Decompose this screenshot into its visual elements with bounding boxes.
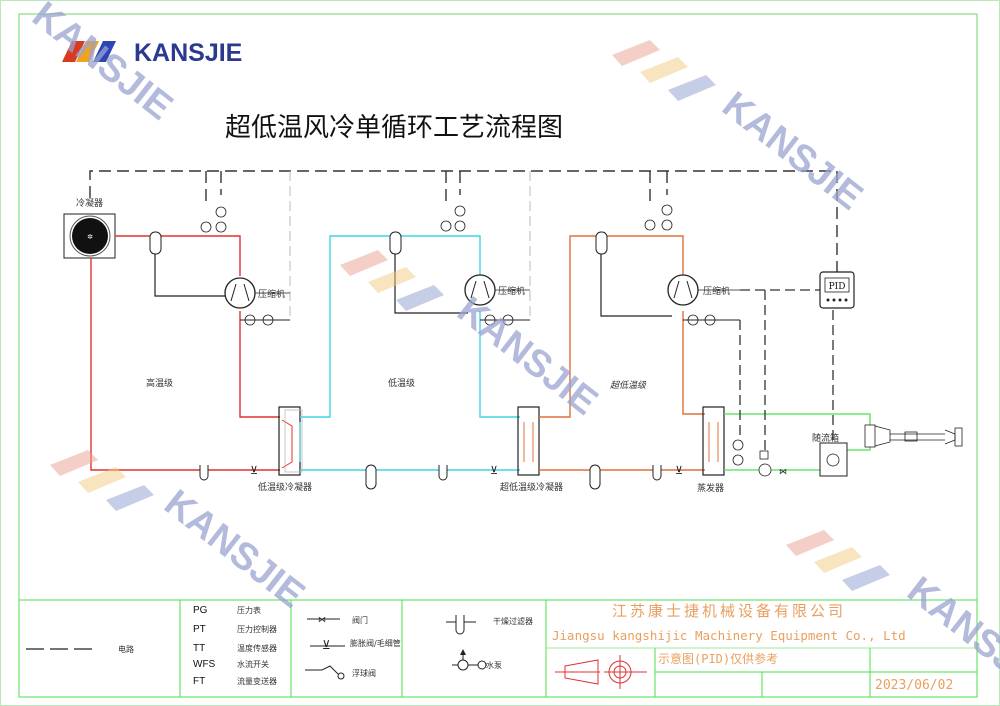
- loop-gauges: [732, 439, 772, 477]
- filter-drier-2: [438, 465, 448, 481]
- stage-label-high: 高温级: [146, 377, 173, 389]
- low-temp-condenser: 低温级冷凝器: [258, 406, 312, 493]
- kansjie-logo: KANSJIE: [62, 39, 242, 67]
- projection-symbol-icon: [555, 655, 647, 689]
- company-name-en: Jiangsu kangshijic Machinery Equipment C…: [552, 628, 906, 643]
- stage-label-ultra-low: 超低温级: [610, 380, 647, 391]
- filter-drier-icon: [455, 615, 465, 635]
- legend-code-ft: FT: [193, 676, 205, 687]
- legend-name-tt: 温度传感器: [237, 643, 277, 653]
- pid-display: PID: [829, 282, 846, 292]
- control-bus: [89, 170, 838, 272]
- legend-name-wfs: 水流开关: [237, 659, 269, 669]
- legend-code-pg: PG: [193, 605, 208, 616]
- control-lines-lower: [739, 289, 834, 455]
- buffer-tank-label: 随流箱: [812, 432, 839, 444]
- legend-pump-label: 水泵: [486, 660, 502, 670]
- expansion-valve-1: ⊻: [250, 464, 258, 477]
- receiver-2: [389, 231, 402, 255]
- legend-float-valve-label: 浮球阀: [352, 668, 376, 678]
- logo-stripe-blue: [93, 41, 116, 62]
- svg-text:KANSJIE: KANSJIE: [714, 84, 870, 219]
- watermarks: KANSJIE KANSJIE KANSJIE KANSJIE KANSJIE: [24, 0, 1000, 704]
- compressor-3: 压缩机: [667, 274, 740, 306]
- legend-code-wfs: WFS: [193, 659, 216, 670]
- legend-electric-line: 电路: [26, 644, 134, 654]
- legend-code-pt: PT: [193, 624, 206, 635]
- legend-valves: ⋈ 阀门 ⊻ 膨胀阀/毛细管 浮球阀: [305, 615, 401, 680]
- condenser: ✲ 冷凝器: [63, 197, 116, 259]
- legend-valve-label: 阀门: [352, 615, 368, 625]
- compressor-2: 压缩机: [464, 274, 530, 306]
- svg-text:KANSJIE: KANSJIE: [449, 289, 605, 424]
- expansion-valve-3: ⊻: [675, 464, 683, 477]
- filter-drier-3: [652, 465, 662, 481]
- legend-code-tt: TT: [193, 643, 205, 654]
- pump-icon: [457, 659, 469, 671]
- receiver-ultra-low-stage: [589, 464, 601, 490]
- high-stage-pipe: [90, 235, 293, 471]
- receiver-1: [149, 231, 162, 255]
- company-name-cn: 江苏康士捷机械设备有限公司: [612, 602, 846, 620]
- filter-drier-1: [199, 465, 209, 481]
- control-bus-grey: [289, 171, 531, 320]
- legend-name-pt: 压力控制器: [237, 624, 277, 634]
- ultra-low-temp-condenser: 超低温级冷凝器: [500, 406, 563, 493]
- evaporator-label: 蒸发器: [697, 482, 724, 494]
- compressor-1-label: 压缩机: [258, 288, 285, 300]
- watermark-bottom-left: KANSJIE: [50, 450, 312, 617]
- logo-text: KANSJIE: [134, 39, 242, 67]
- diagram-title: 超低温风冷单循环工艺流程图: [225, 113, 563, 143]
- expansion-valve-2: ⊻: [490, 464, 498, 477]
- pid-note: 示意图(PID)仅供参考: [658, 651, 778, 666]
- legend-filter-label: 干燥过滤器: [493, 616, 533, 626]
- drawing-date: 2023/06/02: [875, 678, 953, 693]
- svg-text:✲: ✲: [87, 233, 93, 241]
- legend-line-label: 电路: [118, 644, 134, 654]
- logo-stripe-orange: [76, 41, 99, 62]
- compressor-2-label: 压缩机: [498, 285, 525, 297]
- receiver-3: [595, 231, 608, 255]
- compressor-3-label: 压缩机: [703, 285, 730, 297]
- valve-icon: ⋈: [318, 615, 326, 624]
- test-chamber-assembly: [864, 424, 963, 448]
- low-stage-pipe: [299, 235, 520, 471]
- pid-controller: PID: [819, 271, 855, 309]
- legend-instruments: PG 压力表 PT 压力控制器 TT 温度传感器 WFS 水流开关 FT 流量变…: [193, 605, 277, 687]
- stage-label-low: 低温级: [388, 377, 415, 389]
- watermark-mid-right: KANSJIE: [612, 40, 870, 219]
- ultra-low-stage-pipe: [523, 235, 705, 471]
- legend-others: 干燥过滤器 水泵: [446, 615, 533, 671]
- ultra-low-temp-condenser-label: 超低温级冷凝器: [500, 481, 563, 493]
- receiver-low-stage: [365, 464, 377, 490]
- svg-text:KANSJIE: KANSJIE: [156, 482, 312, 617]
- expansion-valve-icon: ⊻: [322, 638, 331, 652]
- evaporator: 蒸发器: [697, 406, 725, 494]
- condenser-label: 冷凝器: [76, 197, 103, 209]
- watermark-center: KANSJIE: [340, 250, 605, 424]
- buffer-tank: 随流箱: [812, 432, 848, 477]
- loop-valve: ⋈: [779, 467, 787, 476]
- title-block-grid: [18, 599, 978, 698]
- logo-stripe-red: [62, 41, 85, 62]
- legend-name-ft: 流量变送器: [237, 676, 277, 686]
- compressor-1: 压缩机: [224, 277, 290, 309]
- legend-name-pg: 压力表: [237, 605, 261, 615]
- low-temp-condenser-label: 低温级冷凝器: [258, 481, 312, 493]
- gauges-stage-3: [644, 204, 716, 326]
- legend-expansion-valve-label: 膨胀阀/毛细管: [350, 638, 401, 648]
